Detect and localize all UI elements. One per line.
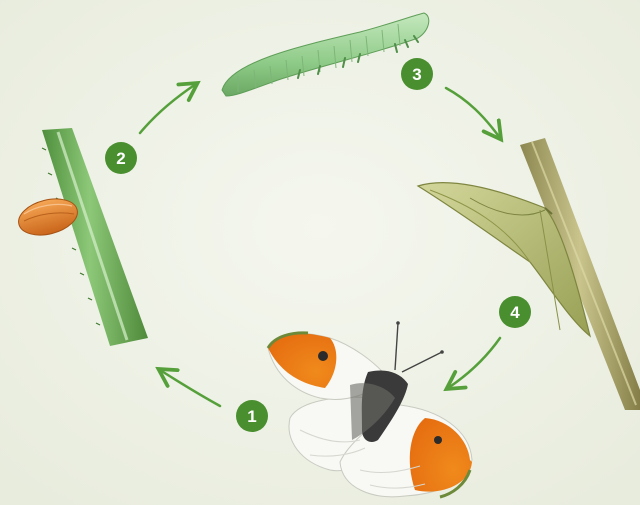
stage-number-4: 4	[510, 303, 520, 322]
stage-badge-4: 4	[499, 296, 531, 328]
stage-number-1: 1	[247, 407, 256, 426]
stage-number-3: 3	[412, 65, 421, 84]
stage-badge-2: 2	[105, 142, 137, 174]
stage-badge-1: 1	[236, 400, 268, 432]
stage-number-2: 2	[116, 149, 125, 168]
stage-badge-3: 3	[401, 58, 433, 90]
